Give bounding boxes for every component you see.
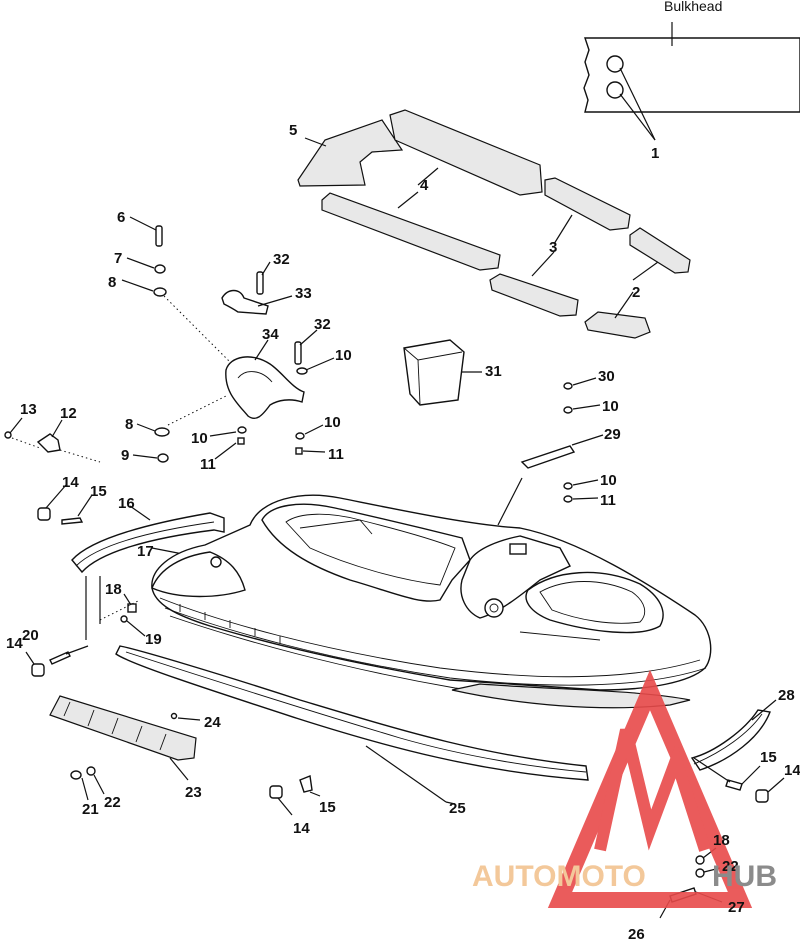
callout-label: 10 (602, 398, 619, 415)
callout-label: 31 (485, 363, 502, 380)
callout-label: 1 (651, 145, 659, 162)
callout-label: 30 (598, 368, 615, 385)
callout-label: 6 (117, 209, 125, 226)
callout-label: 22 (722, 858, 739, 875)
callout-label: 34 (262, 326, 279, 343)
callout-label: 15 (90, 483, 107, 500)
callout-label: 8 (125, 416, 133, 433)
storage-bin (403, 339, 482, 406)
callout-label: 11 (328, 446, 344, 463)
callout-label: 11 (600, 492, 616, 509)
callout-label: 32 (314, 316, 331, 333)
callout-label: 8 (108, 274, 116, 291)
svg-text:AUTOMOTO: AUTOMOTO (472, 860, 646, 893)
callout-label: 3 (549, 239, 557, 256)
callout-label: 33 (295, 285, 312, 302)
callout-label: 7 (114, 250, 122, 267)
label-bulkhead: Bulkhead (664, 0, 722, 14)
callout-label: 12 (60, 405, 77, 422)
callout-label: 23 (185, 784, 202, 801)
callout-label: 22 (104, 794, 121, 811)
callout-label: 17 (137, 543, 154, 560)
callout-label: 10 (191, 430, 208, 447)
callout-label: 9 (121, 447, 129, 464)
deck-mats (297, 109, 691, 339)
watercraft-hull (151, 494, 712, 709)
callout-label: 15 (319, 799, 336, 816)
callout-label: 16 (118, 495, 135, 512)
callout-label: 14 (62, 474, 79, 491)
callout-label: 21 (82, 801, 99, 818)
callout-label: 20 (22, 627, 39, 644)
callout-label: 5 (289, 122, 297, 139)
callout-label: 14 (6, 635, 23, 652)
callout-label: 2 (632, 284, 640, 301)
callout-label: 24 (204, 714, 221, 731)
callout-label: 11 (200, 456, 216, 473)
callout-label: 29 (604, 426, 621, 443)
callout-label: 14 (784, 762, 800, 779)
callout-label: 18 (105, 581, 122, 598)
callout-label: 10 (324, 414, 341, 431)
right-hardware (497, 377, 604, 526)
callout-label: 18 (713, 832, 730, 849)
left-hardware (4, 417, 225, 677)
svg-text:HUB: HUB (712, 860, 777, 893)
watermark-text: AUTOMOTO HUB (472, 860, 777, 893)
callout-label: 4 (420, 177, 429, 194)
callout-label: 15 (760, 749, 777, 766)
callout-label: 13 (20, 401, 37, 418)
callout-label: 10 (600, 472, 617, 489)
callout-label: 25 (449, 800, 466, 817)
callout-label: 27 (728, 899, 745, 916)
callout-label: 28 (778, 687, 795, 704)
callout-label: 19 (145, 631, 162, 648)
bulkhead-panel (583, 22, 800, 141)
callout-labels: Bulkhead 1 2 3 4 5 6 7 8 8 9 10 10 10 10… (6, 0, 800, 939)
handle-hardware (121, 216, 335, 463)
callout-label: 14 (293, 820, 310, 837)
callout-label: 10 (335, 347, 352, 364)
watermark-logo (547, 669, 753, 908)
callout-label: 32 (273, 251, 290, 268)
callout-label: 26 (628, 926, 645, 939)
